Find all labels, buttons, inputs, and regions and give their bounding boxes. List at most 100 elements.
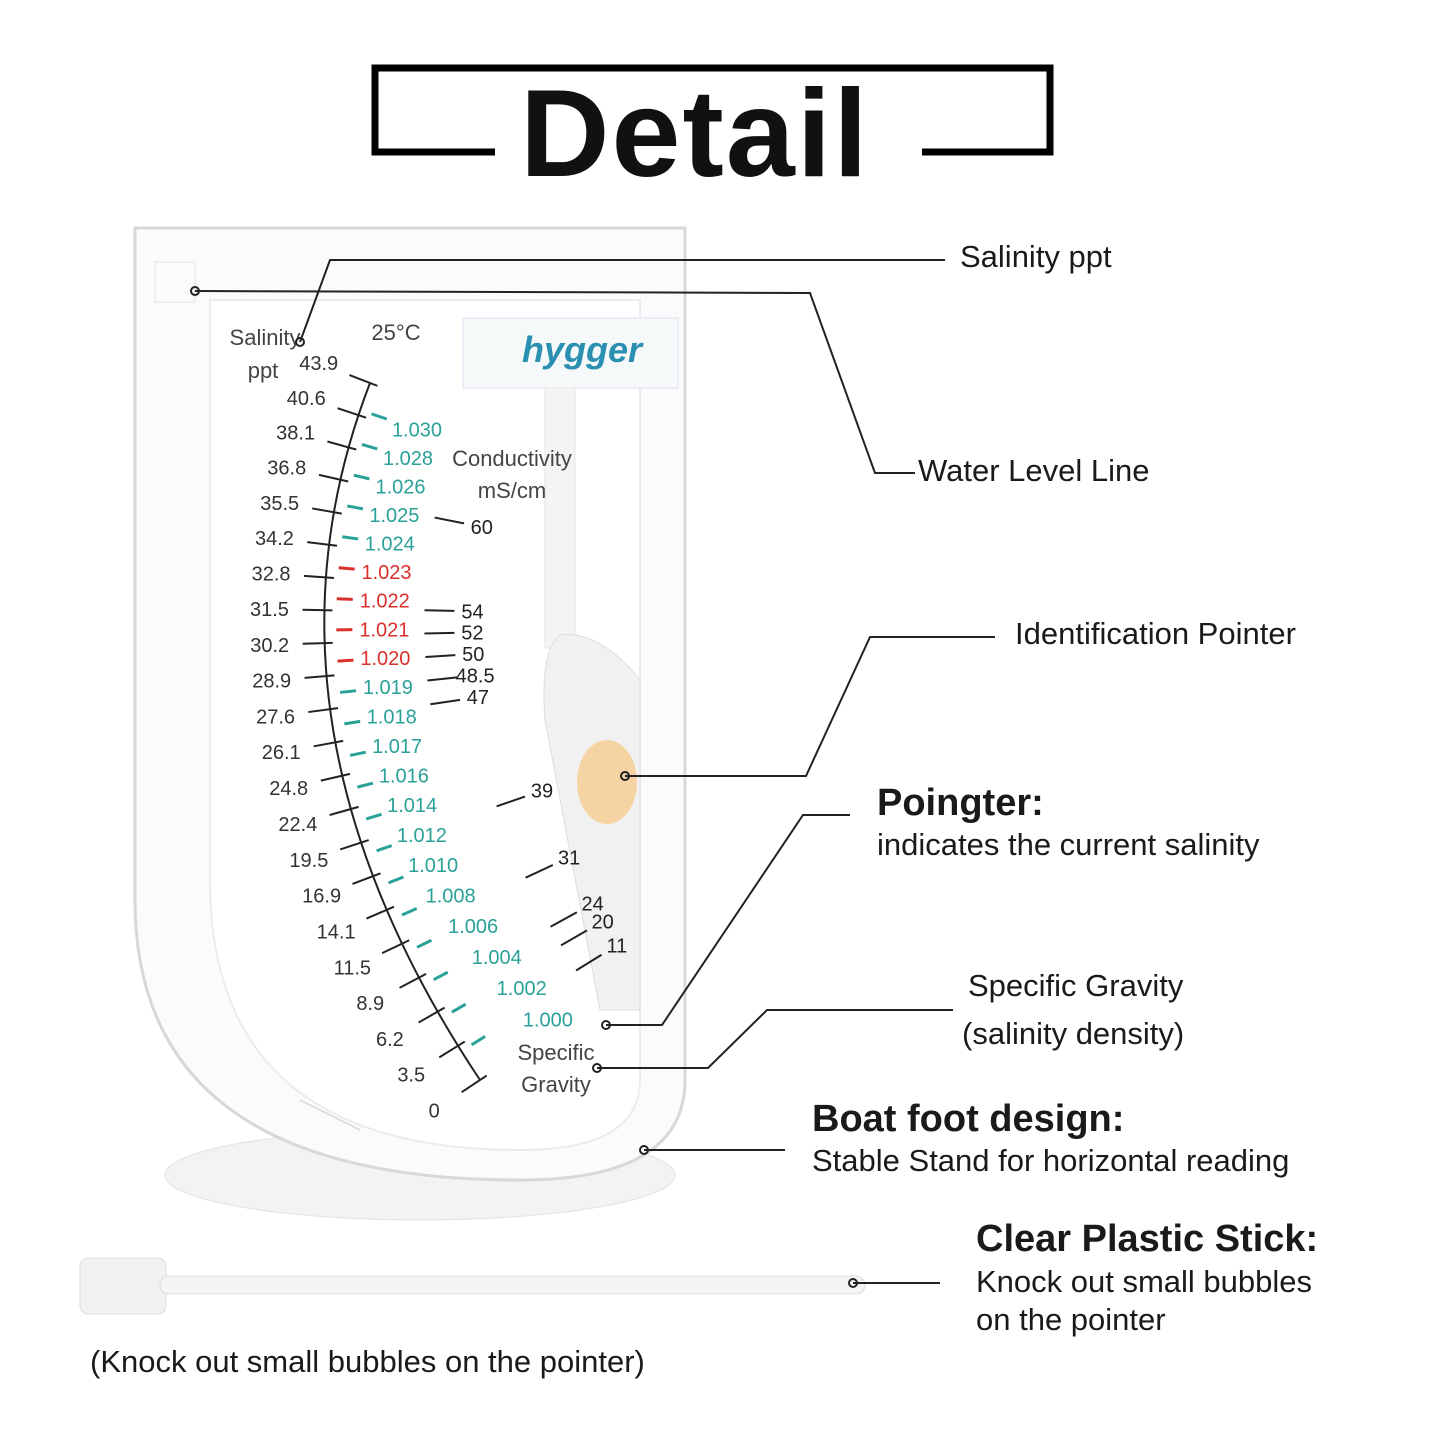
salinity-tick bbox=[320, 772, 351, 782]
sg-label: 1.028 bbox=[383, 448, 433, 470]
sg-label: 1.000 bbox=[523, 1009, 573, 1031]
sg-tick bbox=[339, 689, 357, 694]
salinity-tick bbox=[418, 1006, 446, 1024]
sg-tick bbox=[361, 443, 378, 451]
salinity-label: 30.2 bbox=[250, 635, 289, 657]
callout-sg-title: Specific Gravity bbox=[968, 968, 1184, 1003]
conductivity-label: 47 bbox=[467, 687, 489, 709]
conductivity-tick bbox=[427, 676, 458, 682]
salinity-tick bbox=[312, 507, 342, 515]
sg-label: 1.023 bbox=[362, 562, 412, 584]
callout-salinity: Salinity ppt bbox=[960, 239, 1112, 274]
conductivity-label: 24 bbox=[582, 894, 604, 916]
salinity-tick bbox=[461, 1074, 488, 1094]
salinity-label: 24.8 bbox=[269, 778, 308, 800]
sg-label: 1.014 bbox=[387, 795, 437, 817]
conductivity-tick bbox=[434, 516, 465, 525]
title-frame bbox=[371, 64, 1054, 156]
conductivity-label: 48.5 bbox=[456, 665, 495, 687]
sg-tick bbox=[346, 504, 364, 511]
salinity-label-unit: ppt bbox=[248, 358, 279, 383]
salinity-tick bbox=[327, 440, 357, 451]
conductivity-title: Conductivity bbox=[452, 446, 572, 471]
sg-tick bbox=[344, 719, 361, 726]
brand-logo: hygger bbox=[522, 329, 644, 370]
sg-label: 1.006 bbox=[448, 916, 498, 938]
callout-stick-title: Clear Plastic Stick: bbox=[976, 1218, 1319, 1260]
salinity-tick bbox=[303, 574, 334, 580]
conductivity-unit: mS/cm bbox=[478, 478, 546, 503]
salinity-tick bbox=[313, 739, 344, 748]
sg-label: 1.016 bbox=[379, 765, 429, 787]
sg-tick bbox=[376, 844, 393, 853]
sg-label: 1.018 bbox=[367, 706, 417, 728]
salinity-label: 34.2 bbox=[255, 528, 294, 550]
sg-label: 1.024 bbox=[365, 533, 415, 555]
sg-tick bbox=[353, 473, 370, 481]
salinity-tick bbox=[399, 973, 427, 989]
salinity-label: 32.8 bbox=[252, 564, 291, 586]
conductivity-label: 31 bbox=[558, 847, 580, 869]
conductivity-label: 52 bbox=[461, 623, 483, 645]
sg-label: 1.004 bbox=[472, 947, 522, 969]
plastic-stick bbox=[79, 1257, 866, 1315]
sg-tick bbox=[416, 938, 433, 949]
salinity-label: 38.1 bbox=[276, 423, 315, 445]
sg-label: 1.019 bbox=[363, 677, 413, 699]
sg-tick bbox=[349, 750, 367, 757]
salinity-label: 40.6 bbox=[287, 388, 326, 410]
salinity-tick bbox=[304, 674, 335, 679]
callout-stick-desc-1: Knock out small bubbles bbox=[976, 1264, 1313, 1299]
refractometer-body bbox=[133, 226, 687, 1221]
conductivity-tick bbox=[496, 795, 526, 808]
salinity-label: 19.5 bbox=[289, 850, 328, 872]
sg-label: 1.030 bbox=[392, 419, 442, 441]
conductivity-label: 50 bbox=[462, 644, 484, 666]
sg-tick bbox=[336, 597, 353, 601]
conductivity-label: 11 bbox=[607, 935, 628, 957]
callout-boat-desc: Stable Stand for horizontal reading bbox=[812, 1143, 1290, 1178]
salinity-label: 22.4 bbox=[278, 814, 317, 836]
sg-tick bbox=[342, 535, 359, 541]
salinity-label: 14.1 bbox=[317, 922, 356, 944]
sg-tick bbox=[371, 412, 388, 421]
salinity-tick bbox=[438, 1040, 466, 1059]
leader-lines bbox=[190, 259, 995, 1288]
sg-tick bbox=[432, 970, 449, 982]
temperature-label: 25°C bbox=[371, 320, 420, 345]
scale: 43.940.638.136.835.534.232.831.530.228.9… bbox=[230, 320, 628, 1123]
salinity-tick bbox=[302, 608, 333, 612]
conductivity-label: 39 bbox=[531, 781, 553, 803]
salinity-tick bbox=[318, 473, 349, 483]
salinity-label: 35.5 bbox=[260, 493, 299, 515]
sg-label: 1.020 bbox=[360, 648, 410, 670]
callout-stick-desc-2: on the pointer bbox=[976, 1302, 1166, 1337]
callout-sg-desc: (salinity density) bbox=[962, 1016, 1185, 1051]
pointer-float bbox=[577, 740, 637, 824]
conductivity-tick bbox=[575, 953, 603, 972]
salinity-label: 6.2 bbox=[376, 1029, 404, 1051]
salinity-label-title: Salinity bbox=[230, 325, 301, 350]
sg-label: 1.022 bbox=[360, 591, 410, 613]
sg-label: 1.026 bbox=[375, 476, 425, 498]
conductivity-label: 54 bbox=[461, 601, 483, 623]
salinity-tick bbox=[337, 407, 367, 419]
sg-tick bbox=[338, 566, 355, 571]
conductivity-tick bbox=[525, 864, 554, 879]
sg-tick bbox=[357, 781, 374, 789]
salinity-label: 3.5 bbox=[397, 1065, 425, 1087]
callout-water-level: Water Level Line bbox=[918, 453, 1150, 488]
salinity-tick bbox=[302, 641, 333, 645]
sg-tick bbox=[451, 1002, 467, 1014]
callout-boat-title: Boat foot design: bbox=[812, 1098, 1125, 1140]
sg-title: Specific bbox=[517, 1040, 594, 1065]
salinity-label: 31.5 bbox=[250, 599, 289, 621]
salinity-label: 16.9 bbox=[302, 886, 341, 908]
sg-label: 1.002 bbox=[497, 978, 547, 1000]
sg-label: 1.010 bbox=[408, 855, 458, 877]
salinity-tick bbox=[307, 541, 338, 547]
salinity-tick bbox=[308, 707, 339, 714]
salinity-label: 36.8 bbox=[267, 458, 306, 480]
salinity-tick bbox=[329, 805, 359, 816]
